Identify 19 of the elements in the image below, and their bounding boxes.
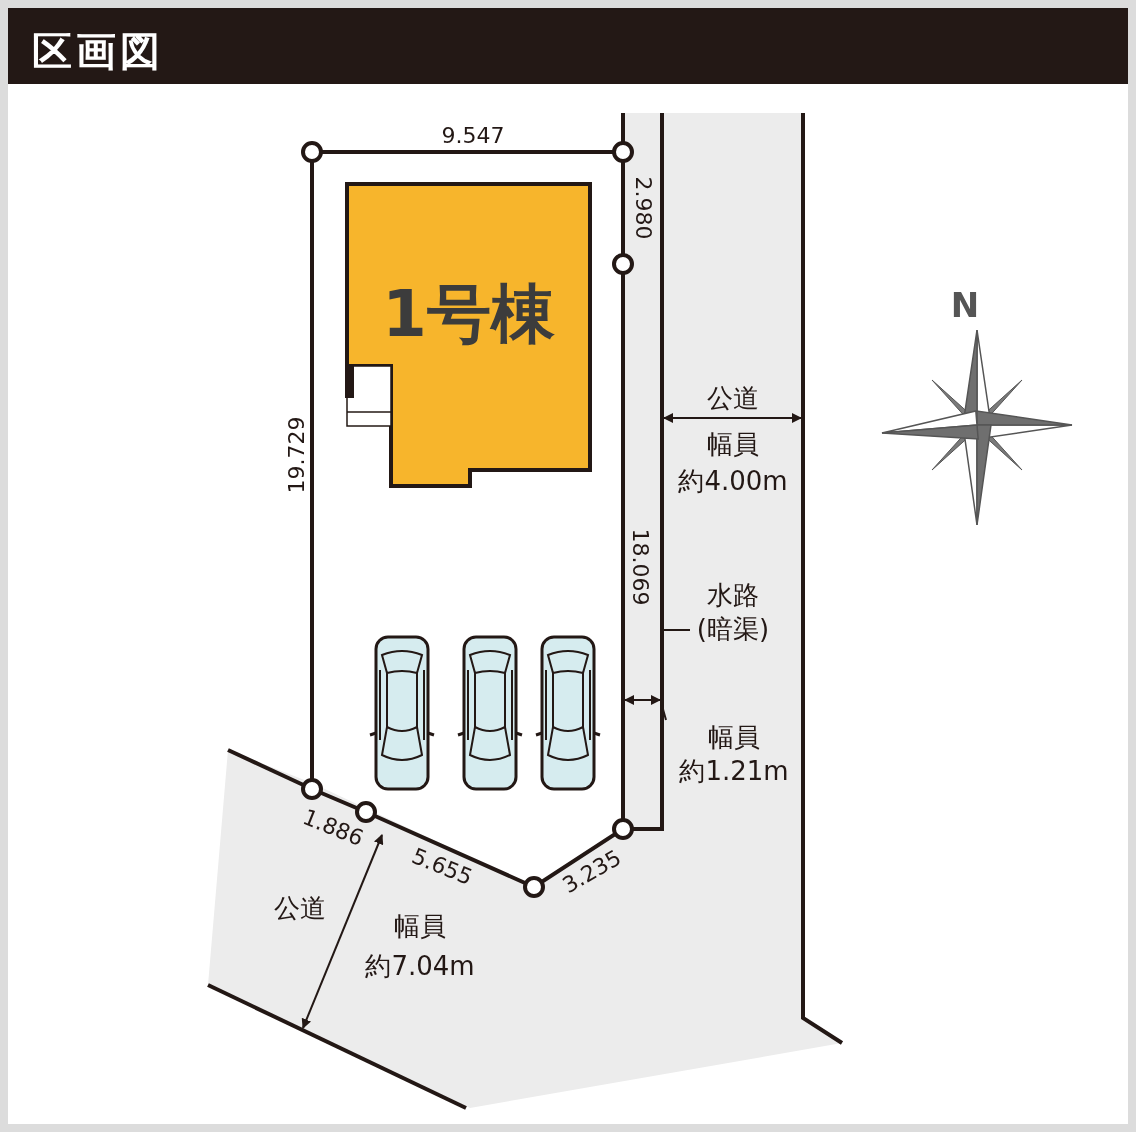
building-label: 1号棟	[381, 276, 556, 352]
north-label: N	[950, 288, 980, 322]
title: 区画図	[32, 26, 164, 76]
width-label: 約1.21m	[679, 755, 789, 788]
road-width-label: 幅員	[707, 431, 759, 457]
width-label: 幅員	[708, 721, 760, 754]
waterway-label: (暗渠)	[696, 613, 770, 646]
waterway-label: 水路	[707, 579, 759, 612]
dimension-label: 2.980	[632, 176, 654, 240]
road-label: 公道	[274, 895, 326, 921]
building-footprint	[347, 184, 590, 486]
road-width-label: 約7.04m	[365, 953, 475, 979]
dimension-label: 19.729	[286, 416, 308, 494]
dimension-label: 1.886	[299, 806, 367, 850]
road-width-label: 幅員	[394, 913, 446, 939]
dimension-label: 18.069	[629, 528, 651, 606]
road-label: 公道	[707, 385, 759, 411]
dimension-label: 9.547	[441, 125, 505, 147]
dimension-label: 5.655	[408, 845, 476, 889]
